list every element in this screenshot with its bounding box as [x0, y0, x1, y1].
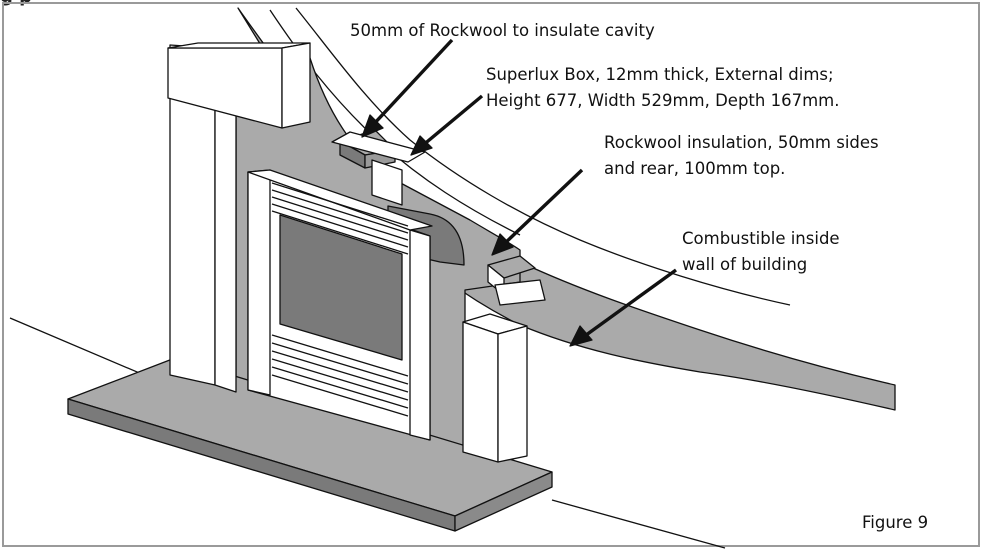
top-louvres — [271, 182, 409, 255]
fire-frame-right-post — [409, 229, 431, 441]
label-insulation-line1: Rockwool insulation, 50mm sides — [604, 133, 879, 152]
fire-frame-left-post — [247, 169, 271, 396]
bottom-louvres — [271, 334, 409, 417]
fire-glass — [279, 214, 403, 361]
wall-edge-top — [295, 7, 791, 306]
figure-frame — [2, 2, 980, 547]
floor-line-right — [551, 499, 726, 549]
label-insulation-line2: and rear, 100mm top. — [604, 159, 786, 178]
figure-caption: Figure 9 — [862, 513, 929, 532]
leader-arrows — [361, 38, 677, 347]
top-beam-side — [281, 42, 311, 129]
label-wall-line2: wall of building — [682, 255, 808, 274]
superlux-box-side — [371, 159, 403, 206]
label-superlux-box-line2: Height 677, Width 529mm, Depth 167mm. — [486, 91, 840, 110]
hearth-side — [454, 471, 553, 532]
superlux-box-top — [331, 131, 426, 163]
label-superlux-box-line1: Superlux Box, 12mm thick, External dims; — [486, 65, 834, 84]
label-wall-line1: Combustible inside — [682, 229, 840, 248]
side-insulation-step — [494, 279, 546, 306]
label-rockwool-cavity: 50mm of Rockwool to insulate cavity — [350, 21, 655, 40]
fire-frame-top-cap — [247, 169, 433, 231]
right-pillar-front — [462, 321, 499, 463]
right-pillar-side — [497, 325, 528, 463]
